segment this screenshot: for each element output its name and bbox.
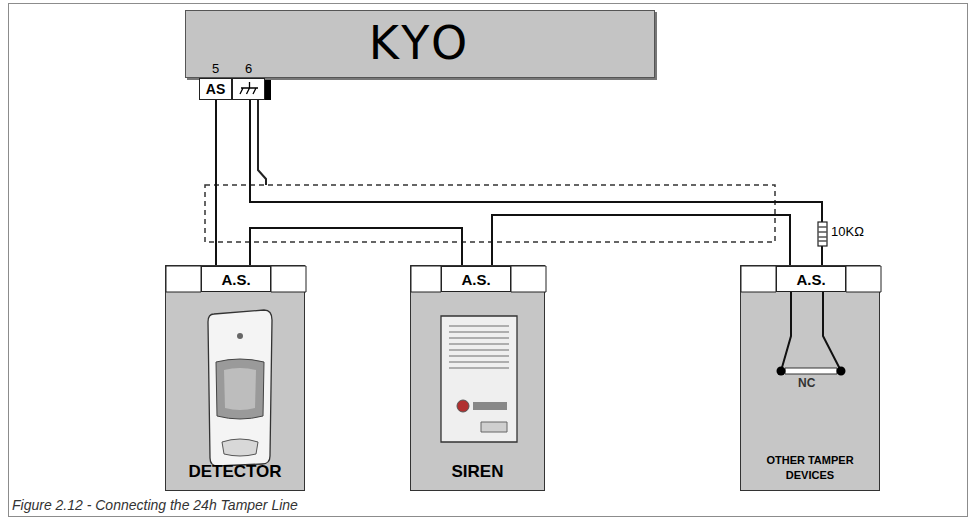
wire: [250, 100, 822, 266]
cable-shield: [205, 185, 775, 242]
illustration-part: [237, 333, 243, 339]
figure-caption: Figure 2.12 - Connecting the 24h Tamper …: [12, 497, 298, 513]
siren-box: SIREN A.S.: [410, 265, 545, 491]
terminal-number: 5: [212, 62, 219, 77]
terminal-number: 6: [245, 62, 252, 77]
illustration-part: [411, 266, 546, 292]
illustration-part: [166, 266, 306, 292]
terminal-ground: 6: [232, 78, 265, 100]
node-label: A.S.: [221, 271, 250, 288]
resistor-symbol: [818, 222, 827, 246]
illustration-part: [449, 326, 509, 368]
terminal-as: A.S.: [776, 266, 846, 292]
node-label: DETECTOR: [188, 462, 281, 482]
shield-drain-wire: [258, 100, 266, 185]
node-label: OTHER TAMPER DEVICES: [755, 453, 865, 482]
terminal-as: 5AS: [199, 78, 232, 100]
illustration-part: [208, 310, 272, 466]
terminal-end-bar: [265, 78, 271, 100]
illustration-part: [473, 402, 507, 410]
contact-label: NC: [798, 376, 815, 390]
node-label: SIREN: [452, 462, 504, 482]
illustration-part: [837, 367, 846, 376]
node-label: KYO: [369, 17, 471, 70]
illustration-part: [222, 439, 258, 456]
device-illustration: [166, 266, 306, 492]
detector-box: DETECTOR A.S.: [165, 265, 305, 491]
illustration-part: [781, 292, 841, 371]
node-label: AS: [206, 81, 225, 97]
illustration-part: [240, 82, 258, 94]
device-illustration: [411, 266, 546, 492]
device-illustration: [233, 79, 266, 101]
wire: [215, 100, 217, 266]
terminal-as: A.S.: [201, 266, 271, 292]
illustration-part: [777, 367, 786, 376]
resistor-bands: [818, 227, 827, 241]
illustration-part: [785, 368, 837, 374]
illustration-part: [224, 368, 256, 410]
resistor-value: 10KΩ: [831, 224, 864, 239]
node-label: A.S.: [461, 271, 490, 288]
node-label: A.S.: [796, 271, 825, 288]
illustration-part: [741, 266, 881, 292]
illustration-part: [457, 400, 469, 412]
control-panel: KYO: [185, 10, 655, 78]
wire: [250, 228, 462, 266]
illustration-part: [216, 359, 264, 419]
illustration-part: [441, 316, 517, 442]
wire: [492, 215, 790, 266]
illustration-part: [481, 422, 507, 432]
terminal-as: A.S.: [441, 266, 511, 292]
